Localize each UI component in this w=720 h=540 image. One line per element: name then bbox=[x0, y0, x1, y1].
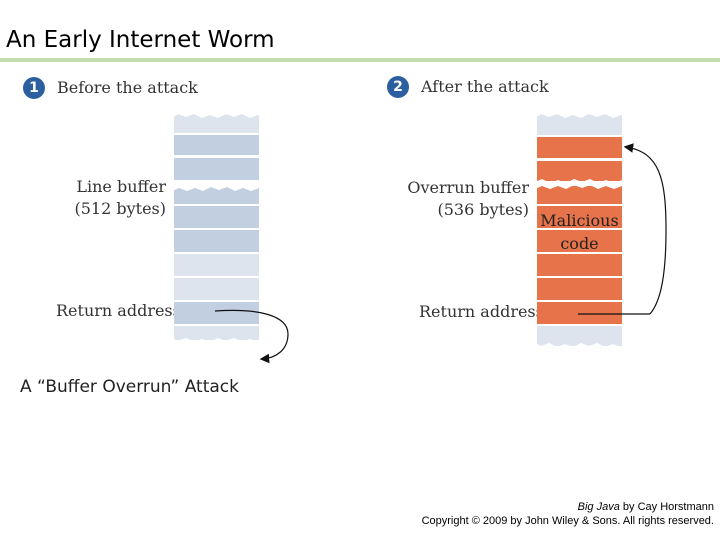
book-title: Big Java bbox=[577, 501, 620, 513]
return-pointer-arrow-before bbox=[214, 309, 289, 364]
stack-before bbox=[172, 108, 289, 364]
malicious-code-label-2: code bbox=[560, 234, 599, 253]
overrun-cell bbox=[537, 186, 622, 204]
line-buffer-label: Line buffer bbox=[76, 177, 166, 196]
malicious-code-cell bbox=[537, 230, 622, 252]
stack-before-top-cell bbox=[174, 114, 259, 133]
after-attack-heading: After the attack bbox=[421, 77, 549, 96]
stack-after bbox=[535, 108, 667, 352]
overrun-cell bbox=[537, 161, 622, 181]
torn-edge-middle bbox=[172, 181, 265, 191]
overrun-cell bbox=[537, 254, 622, 276]
return-address-label-before: Return address bbox=[56, 301, 181, 320]
overwritten-return-address-cell bbox=[537, 302, 622, 324]
before-attack-heading: Before the attack bbox=[57, 78, 198, 97]
stack-cell bbox=[174, 254, 259, 276]
buffer-cell bbox=[174, 186, 259, 204]
buffer-cell bbox=[174, 230, 259, 252]
overrun-cell bbox=[537, 278, 622, 300]
malicious-code-label: Malicious bbox=[540, 211, 619, 230]
step-2-badge: 2 bbox=[387, 76, 409, 98]
torn-edge-bottom bbox=[172, 338, 265, 348]
malicious-code-cell bbox=[537, 206, 622, 228]
return-address-label-after: Return address bbox=[419, 302, 544, 321]
title-divider bbox=[0, 58, 720, 62]
torn-edge-middle bbox=[535, 179, 628, 189]
torn-edge-top bbox=[535, 108, 628, 118]
footer-credit: Big Java by Cay Horstmann bbox=[578, 501, 714, 513]
buffer-cell bbox=[174, 135, 259, 155]
return-address-cell bbox=[174, 302, 259, 324]
return-pointer-arrow-after bbox=[623, 143, 667, 315]
line-buffer-size-label: (512 bytes) bbox=[74, 199, 167, 218]
stack-cell bbox=[174, 278, 259, 300]
step-1-badge: 1 bbox=[23, 77, 45, 99]
slide-title: An Early Internet Worm bbox=[6, 27, 275, 53]
torn-edge-top bbox=[172, 108, 265, 118]
stack-after-top-cell bbox=[537, 114, 622, 135]
stack-after-bottom-cell bbox=[537, 326, 622, 346]
book-author: by Cay Horstmann bbox=[619, 501, 714, 513]
buffer-cell bbox=[174, 206, 259, 228]
overrun-buffer-label: Overrun buffer bbox=[407, 178, 529, 197]
torn-edge-bottom bbox=[535, 343, 628, 352]
stack-before-bottom-cell bbox=[174, 326, 259, 340]
overrun-cell bbox=[537, 137, 622, 158]
footer-copyright: Copyright © 2009 by John Wiley & Sons. A… bbox=[421, 515, 714, 527]
buffer-cell bbox=[174, 158, 259, 180]
overrun-buffer-size-label: (536 bytes) bbox=[437, 200, 530, 219]
figure-caption: A “Buffer Overrun” Attack bbox=[20, 377, 239, 397]
